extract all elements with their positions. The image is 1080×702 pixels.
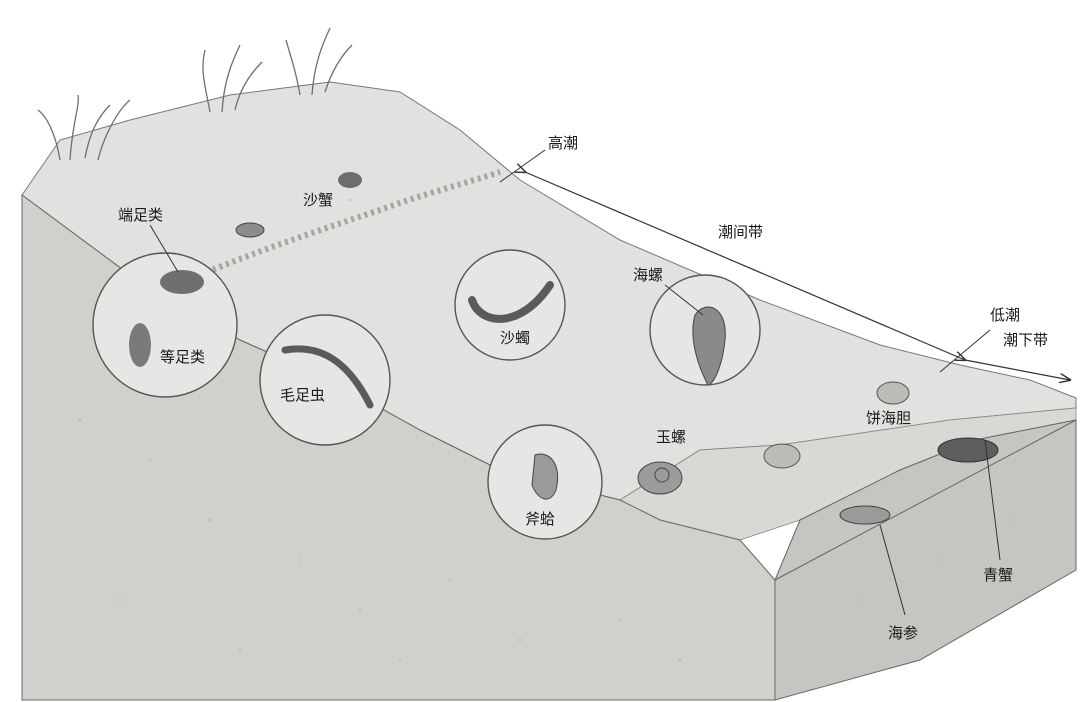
- high-tide-label: 高潮: [548, 134, 578, 152]
- amphipod-icon: [160, 270, 204, 294]
- polychaete-icon: [281, 345, 374, 409]
- clam-icon: [531, 453, 558, 500]
- amphipod-label: 端足类: [118, 206, 163, 224]
- intertidal-arrow: [525, 172, 965, 360]
- inset-lugworm: [454, 249, 566, 361]
- whelk-label: 海螺: [633, 266, 663, 284]
- sand-dollar-icon-2: [876, 381, 910, 405]
- blue-crab-label: 青蟹: [983, 566, 1013, 584]
- block-edge: [774, 419, 1077, 581]
- sand-crab-label: 沙蟹: [303, 191, 333, 209]
- high-tide-tick: [499, 149, 546, 183]
- clam-label: 斧蛤: [525, 510, 555, 528]
- lugworm-icon: [468, 281, 554, 323]
- beach-grass: [37, 27, 353, 161]
- polychaete-label: 毛足虫: [280, 386, 325, 404]
- shorebird-icon: [235, 222, 265, 238]
- sea-cucumber-label: 海参: [888, 624, 918, 642]
- isopod-icon: [129, 323, 151, 367]
- lugworm-label: 沙蠋: [500, 329, 530, 347]
- isopod-label: 等足类: [160, 348, 205, 366]
- whelk-icon: [692, 306, 726, 386]
- subtidal-label: 潮下带: [1003, 331, 1048, 349]
- sand-dollar-label: 饼海胆: [866, 409, 911, 427]
- moon-snail-icon: [637, 461, 683, 495]
- sea-cucumber-icon: [839, 505, 891, 525]
- wrack-line: [198, 169, 501, 278]
- inset-amphipod-isopod: [92, 252, 238, 398]
- inset-whelk: [649, 274, 761, 386]
- inset-clam: [487, 424, 603, 540]
- sand-dollar-icon: [763, 443, 801, 469]
- subtidal-arrow: [964, 359, 1070, 380]
- blue-crab-icon: [937, 437, 999, 463]
- inset-polychaete: [259, 314, 391, 446]
- intertidal-label: 潮间带: [718, 223, 763, 241]
- leader-lines: [149, 224, 1001, 616]
- moon-snail-label: 玉螺: [656, 428, 686, 446]
- sand-crab-icon: [338, 172, 362, 188]
- low-tide-label: 低潮: [990, 306, 1020, 324]
- low-tide-tick: [939, 329, 991, 373]
